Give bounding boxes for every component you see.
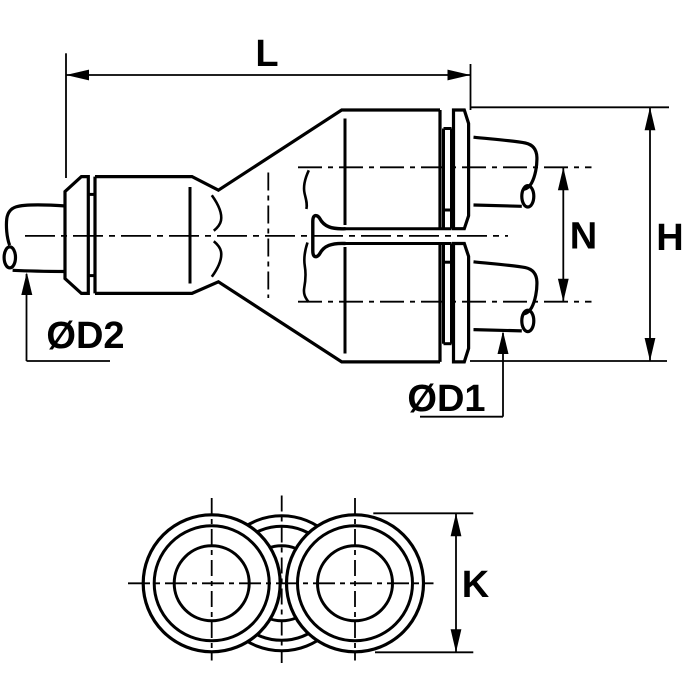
bore-wavy-left-upper — [210, 194, 223, 232]
arrowhead — [497, 331, 509, 354]
fitting-body — [93, 108, 440, 364]
side-view-centerlines — [25, 166, 592, 303]
top-tube-top-edge — [473, 135, 539, 191]
label-K: K — [462, 564, 490, 606]
bore-wavy-mid-upper — [302, 169, 310, 210]
bottom-tube-bottom-edge — [473, 328, 522, 333]
end-view — [128, 495, 434, 663]
bottom-outlet-release-collar — [451, 241, 471, 364]
dimension-K: K — [373, 512, 490, 654]
label-L: L — [255, 33, 278, 75]
leader-D2: ØD2 — [21, 272, 125, 362]
top-tube-break-loop — [520, 184, 536, 209]
inlet-tube — [2, 203, 67, 274]
inlet-tube-bottom-edge — [12, 268, 67, 274]
body-top-profile — [95, 108, 440, 193]
bore-wavy-left-lower — [210, 240, 223, 278]
side-view — [2, 108, 592, 364]
leader-D1: ØD1 — [407, 331, 509, 420]
arrowhead — [557, 167, 569, 191]
dimension-L: L — [65, 33, 472, 178]
label-N: N — [570, 216, 597, 258]
internal-divider-bell — [311, 213, 346, 259]
outlet-branches — [311, 110, 453, 362]
arrowhead — [644, 107, 656, 131]
top-tube-bottom-edge — [473, 203, 522, 208]
dimension-H: H — [470, 106, 684, 362]
arrowhead — [644, 338, 656, 361]
bottom-tube-break-loop — [520, 308, 536, 334]
arrowhead — [66, 69, 89, 81]
arrowhead — [450, 629, 462, 653]
bore-wavy-mid-lower — [302, 242, 310, 303]
bottom-outlet-tube — [473, 260, 539, 334]
arrowhead — [450, 513, 462, 537]
label-D2: ØD2 — [46, 315, 124, 357]
label-H: H — [656, 217, 683, 259]
top-outlet-tube — [473, 135, 539, 209]
inlet-tube-top-edge — [4, 203, 67, 246]
arrowhead — [21, 272, 33, 295]
label-D1: ØD1 — [407, 378, 485, 420]
arrowhead — [557, 278, 569, 302]
top-outlet-release-collar — [451, 108, 471, 231]
body-bottom-profile — [95, 279, 440, 364]
dimension-N: N — [557, 167, 597, 302]
arrowhead — [447, 69, 471, 81]
inlet-tube-break-loop — [2, 245, 18, 270]
end-view-centerlines — [128, 495, 434, 663]
bottom-tube-top-edge — [473, 260, 539, 316]
